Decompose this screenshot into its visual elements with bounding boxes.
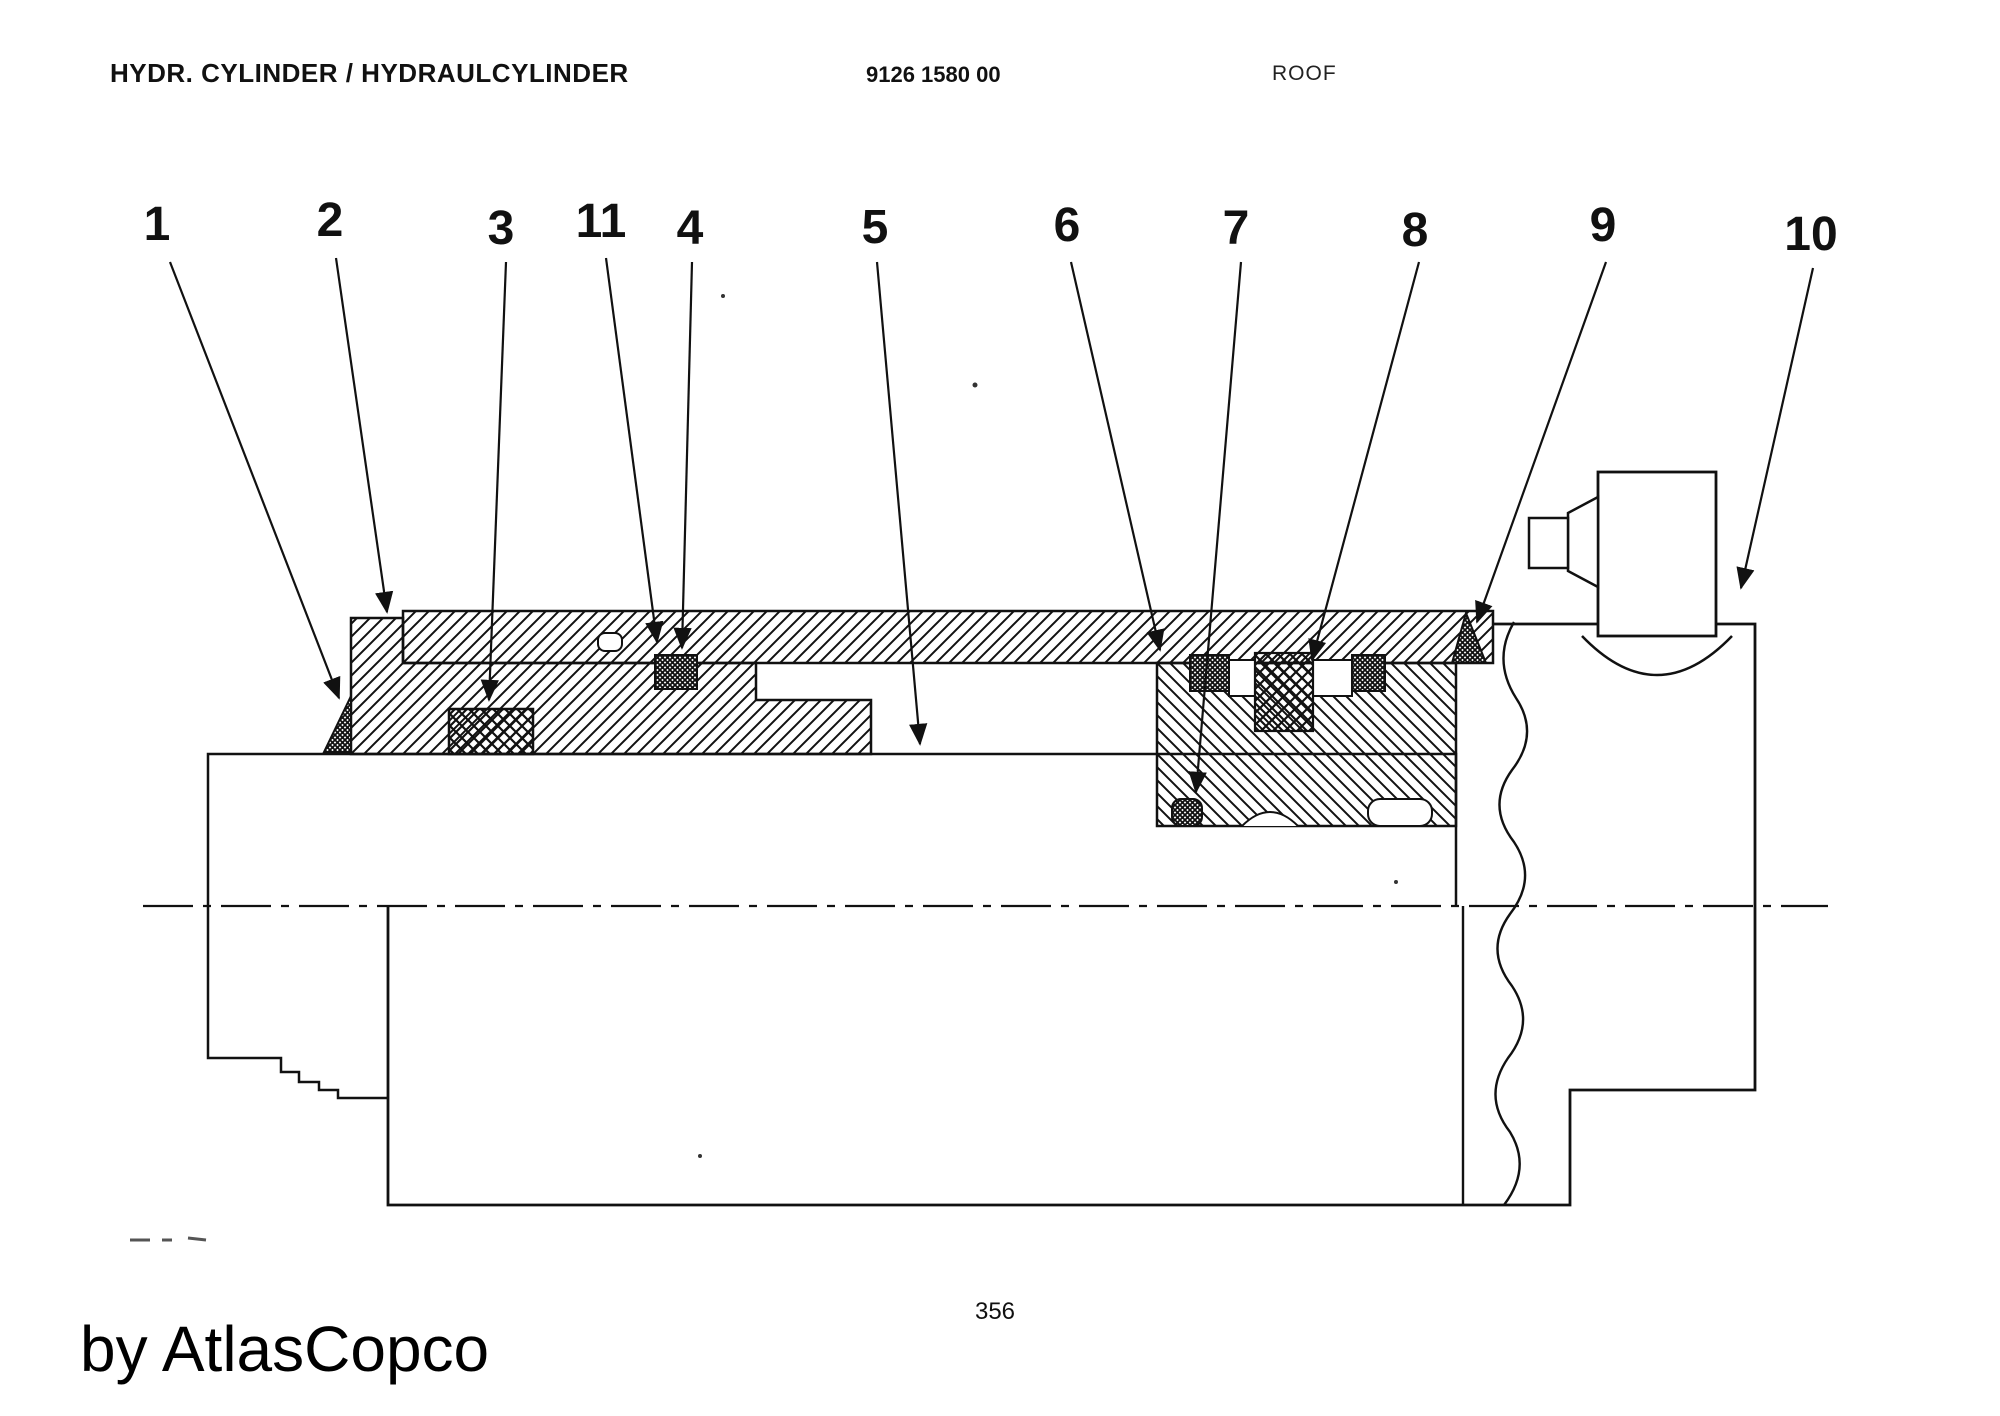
doc-location: ROOF <box>1272 62 1337 85</box>
doc-part-number: 9126 1580 00 <box>866 62 1001 87</box>
rod-seal <box>447 707 535 756</box>
callout-label-6: 6 <box>1054 199 1081 252</box>
byline: by AtlasCopco <box>80 1313 490 1385</box>
callout-label-4: 4 <box>677 202 704 255</box>
leader-3 <box>480 261 508 702</box>
piston-retainer-slot <box>1367 798 1433 827</box>
leader-5 <box>875 261 928 746</box>
scan-speck <box>721 294 725 298</box>
callout-label-10: 10 <box>1784 208 1837 261</box>
callout-label-9: 9 <box>1590 199 1617 252</box>
leader-4 <box>673 261 694 650</box>
piston-groove-right <box>1312 659 1353 697</box>
port-fitting-body <box>1527 516 1570 570</box>
callout-labels: 1 2 3 11 4 5 6 7 8 9 10 <box>144 194 1838 261</box>
callout-label-1: 1 <box>144 198 171 251</box>
scan-speck <box>698 1154 702 1158</box>
callout-label-2: 2 <box>317 194 344 247</box>
static-seal <box>654 654 698 690</box>
port-dome <box>1581 635 1733 677</box>
piston-seal-center <box>1253 651 1315 733</box>
end-cap-outline <box>386 622 1757 1207</box>
callout-label-7: 7 <box>1223 202 1250 255</box>
callout-label-11: 11 <box>576 195 627 248</box>
leader-11 <box>604 257 664 644</box>
doc-title: HYDR. CYLINDER / HYDRAULCYLINDER <box>110 58 629 88</box>
scan-speck <box>972 382 978 388</box>
tube-end-seal <box>1450 609 1488 664</box>
scan-smudge <box>130 1236 207 1242</box>
gland-groove-notch <box>597 632 623 652</box>
callout-label-5: 5 <box>862 201 889 254</box>
piston-seal-right <box>1351 654 1386 692</box>
port-fitting-cone <box>1566 494 1600 590</box>
port-boss <box>1596 470 1718 638</box>
leader-10 <box>1736 267 1815 590</box>
piston-seal-left <box>1189 654 1230 692</box>
piston-groove-left <box>1228 659 1256 697</box>
cylinder-tube-wall <box>401 609 1495 665</box>
callout-label-3: 3 <box>488 202 515 255</box>
leader-7 <box>1188 261 1243 794</box>
callout-leader-lines <box>168 257 1815 794</box>
leader-6 <box>1069 261 1165 652</box>
wiper-seal <box>322 695 352 753</box>
piston-inner-seal <box>1171 798 1203 827</box>
scan-artifacts <box>130 294 1398 1242</box>
leader-8 <box>1308 261 1421 662</box>
break-line <box>1494 621 1529 1206</box>
leader-9 <box>1475 261 1608 624</box>
piston-bottom-groove <box>1241 811 1299 827</box>
callout-label-8: 8 <box>1402 204 1429 257</box>
leader-1 <box>168 261 341 700</box>
page-number: 356 <box>974 1298 1016 1325</box>
leader-2 <box>334 257 394 614</box>
scan-speck <box>1394 880 1398 884</box>
rod-end-steps <box>206 906 388 1100</box>
